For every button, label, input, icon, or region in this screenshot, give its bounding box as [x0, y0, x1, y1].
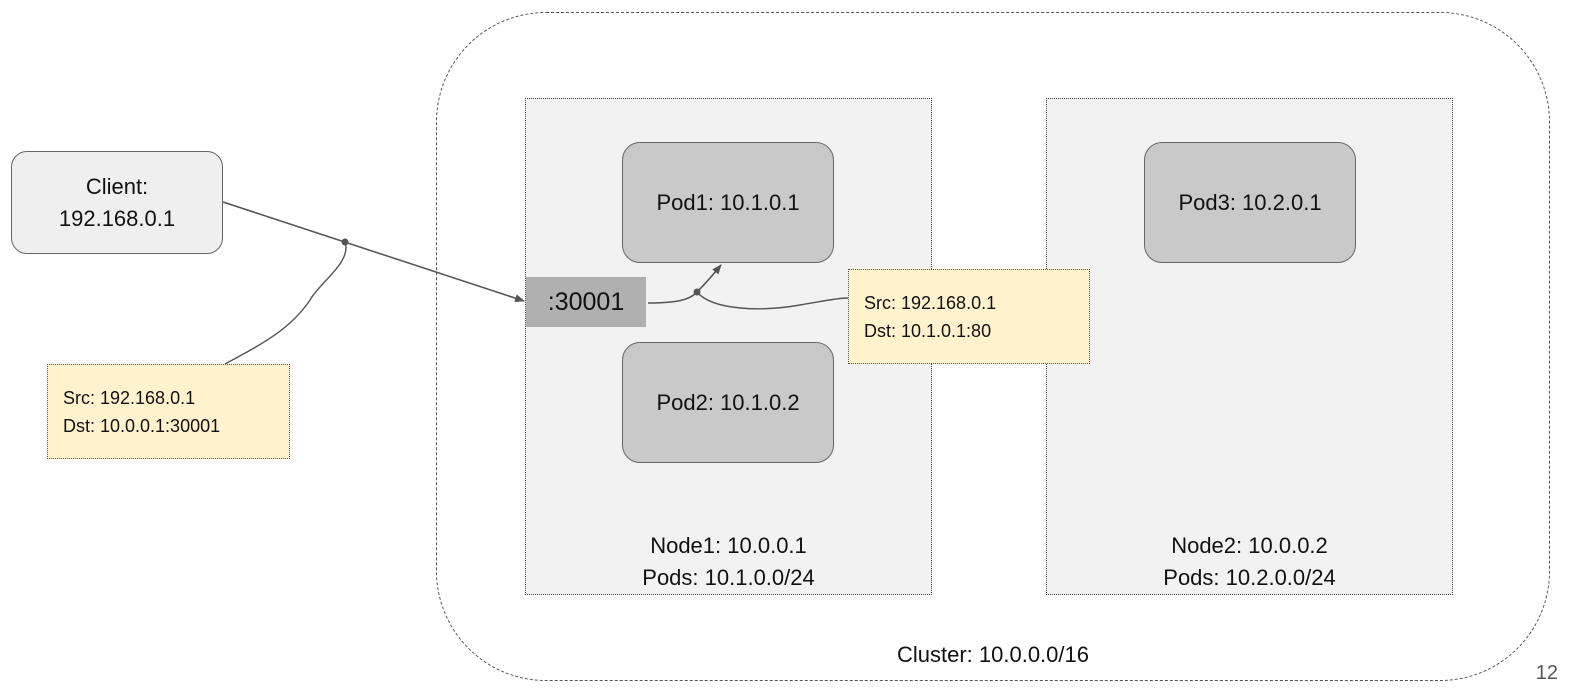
- client-packet-note: Src: 192.168.0.1 Dst: 10.0.0.1:30001: [47, 364, 290, 459]
- client-packet-src: Src: 192.168.0.1: [63, 387, 196, 408]
- nodeport-to-pod1-arrow: [647, 264, 722, 304]
- client-box: Client: 192.168.0.1: [11, 151, 223, 254]
- pod-packet-note: Src: 192.168.0.1 Dst: 10.1.0.1:80: [848, 269, 1090, 364]
- node1-ip: Node1: 10.0.0.1: [650, 533, 807, 558]
- node2-ip: Node2: 10.0.0.2: [1171, 533, 1328, 558]
- pod2-label: Pod2: 10.1.0.2: [656, 389, 800, 415]
- node2-pod-cidr: Pods: 10.2.0.0/24: [1163, 565, 1336, 590]
- client-ip: 192.168.0.1: [58, 205, 176, 231]
- pod1-box: Pod1: 10.1.0.1: [622, 142, 834, 263]
- page-number: 12: [1535, 662, 1558, 684]
- pod-packet-src: Src: 192.168.0.1: [864, 292, 997, 313]
- pod3-label: Pod3: 10.2.0.1: [1178, 189, 1322, 215]
- pod-callout-line: [696, 291, 849, 310]
- pod2-box: Pod2: 10.1.0.2: [622, 342, 834, 463]
- node1-pod-cidr: Pods: 10.1.0.0/24: [642, 565, 815, 590]
- pod3-box: Pod3: 10.2.0.1: [1144, 142, 1356, 263]
- pod-packet-dst: Dst: 10.1.0.1:80: [864, 320, 992, 341]
- client-label: Client:: [85, 173, 149, 199]
- client-to-nodeport-arrow: [222, 201, 525, 302]
- nodeport-label: :30001: [547, 287, 625, 316]
- cluster-label: Cluster: 10.0.0.0/16: [896, 642, 1089, 667]
- client-callout-line: [224, 241, 347, 365]
- node1-label: Node1: 10.0.0.1 Pods: 10.1.0.0/24: [525, 530, 932, 594]
- nodeport-box: :30001: [526, 277, 646, 327]
- cluster-boundary: [436, 12, 1550, 681]
- pod1-label: Pod1: 10.1.0.1: [656, 189, 800, 215]
- node2-label: Node2: 10.0.0.2 Pods: 10.2.0.0/24: [1046, 530, 1453, 594]
- client-packet-dst: Dst: 10.0.0.1:30001: [63, 415, 221, 436]
